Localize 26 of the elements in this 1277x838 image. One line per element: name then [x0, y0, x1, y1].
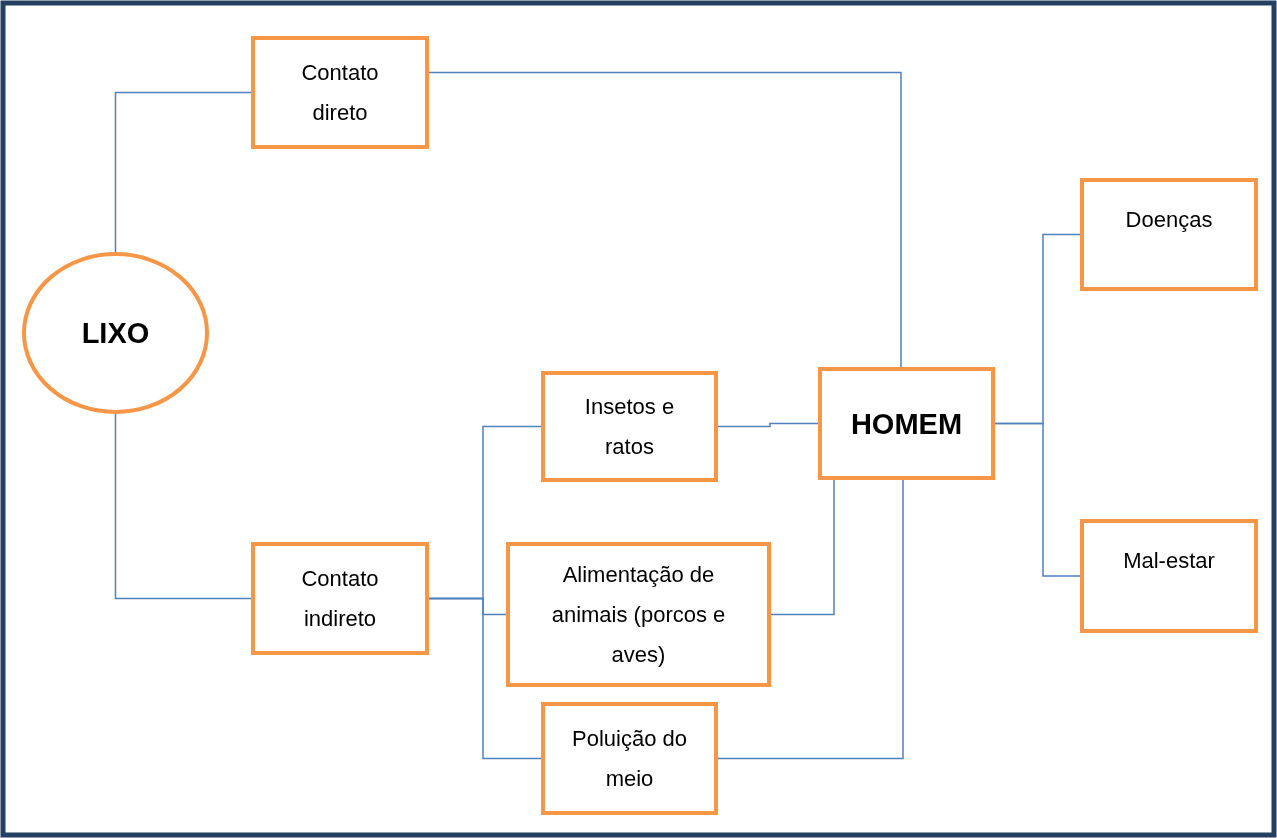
node-label: LIXO	[81, 316, 150, 351]
process-box	[251, 542, 429, 655]
process-box	[541, 702, 718, 815]
process-box	[1080, 519, 1258, 633]
process-box	[541, 371, 718, 482]
connector-line	[994, 422, 1081, 577]
connector-line	[428, 71, 902, 368]
process-box	[1080, 178, 1258, 291]
node-label: Contato direto	[300, 58, 380, 127]
node-label: HOMEM	[850, 406, 963, 442]
node-label: Alimentação de animais (porcos e aves)	[550, 560, 727, 669]
node-label: Mal-estar	[1123, 547, 1215, 575]
ellipse-node	[22, 252, 209, 414]
process-box	[251, 36, 429, 149]
connector-line	[114, 91, 252, 253]
connector-line	[428, 597, 542, 760]
process-box	[506, 542, 771, 687]
node-label: Doenças	[1125, 206, 1213, 234]
process-box	[818, 367, 995, 480]
connector-line	[717, 479, 904, 760]
node-label: Poluição do meio	[571, 724, 688, 793]
connector-line	[770, 479, 835, 616]
node-label: Insetos e ratos	[583, 392, 676, 461]
connector-line	[114, 413, 252, 600]
node-label: Contato indireto	[300, 564, 380, 633]
connector-line	[717, 422, 819, 428]
